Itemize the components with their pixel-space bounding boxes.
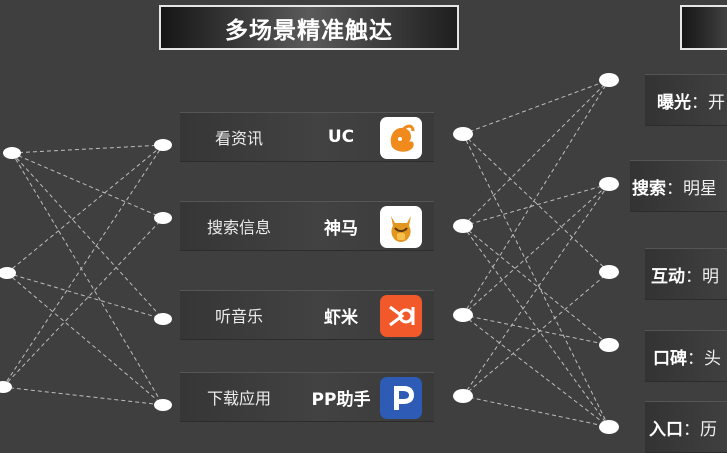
shenma-horse-icon (380, 206, 422, 248)
left-node (3, 147, 21, 159)
pp-assistant-icon (380, 377, 422, 419)
right-node (599, 177, 619, 191)
scene-row-shenma[interactable]: 搜索信息 神马 (180, 201, 434, 251)
scene-label: 听音乐 (214, 307, 263, 326)
outcome-key: 搜索 (632, 178, 666, 199)
xiami-music-icon (380, 295, 422, 337)
outcome-row-interaction: 互动：明 (645, 248, 727, 300)
scene-row-pp[interactable]: 下载应用 PP助手 (180, 372, 434, 422)
brand-label: UC (327, 127, 355, 147)
middle-left-node (154, 313, 172, 325)
left-node (0, 381, 12, 393)
scene-label: 搜索信息 (206, 218, 271, 237)
right-node (599, 73, 619, 87)
left-node (0, 267, 16, 279)
outcome-detail: ：明 (685, 266, 719, 287)
outcome-key: 曝光 (657, 92, 691, 113)
outcome-key: 口碑 (653, 348, 687, 369)
middle-right-node (453, 389, 473, 403)
middle-left-node (154, 399, 172, 411)
outcome-key: 入口 (649, 419, 683, 440)
outcome-detail: ：开 (691, 92, 725, 113)
right-node (599, 338, 619, 352)
outcome-detail: ：明星 (666, 178, 717, 199)
brand-label: 虾米 (324, 307, 358, 328)
outcome-row-entry: 入口：历 (645, 401, 727, 453)
header-title-box: 多场景精准触达 (159, 5, 459, 50)
scene-label: 看资讯 (214, 129, 263, 148)
middle-left-node (154, 212, 172, 224)
brand-label: 神马 (324, 218, 358, 239)
page-title: 多场景精准触达 (225, 17, 393, 44)
outcome-detail: ：历 (683, 419, 717, 440)
scene-row-xiami[interactable]: 听音乐 虾米 (180, 290, 434, 340)
brand-label: PP助手 (311, 389, 371, 410)
outcome-row-search: 搜索：明星 (630, 160, 727, 212)
secondary-title-box (680, 5, 727, 50)
middle-right-node (453, 127, 473, 141)
outcome-row-exposure: 曝光：开 (645, 74, 727, 126)
scene-label: 下载应用 (206, 389, 271, 408)
outcome-row-reputation: 口碑：头 (645, 330, 727, 382)
outcome-detail: ：头 (687, 348, 721, 369)
middle-right-node (453, 219, 473, 233)
uc-squirrel-icon (380, 117, 422, 159)
outcome-key: 互动 (651, 266, 685, 287)
middle-left-node (154, 139, 172, 151)
right-node (599, 420, 619, 434)
middle-right-node (453, 308, 473, 322)
right-node (599, 265, 619, 279)
scene-row-uc[interactable]: 看资讯 UC (180, 112, 434, 162)
